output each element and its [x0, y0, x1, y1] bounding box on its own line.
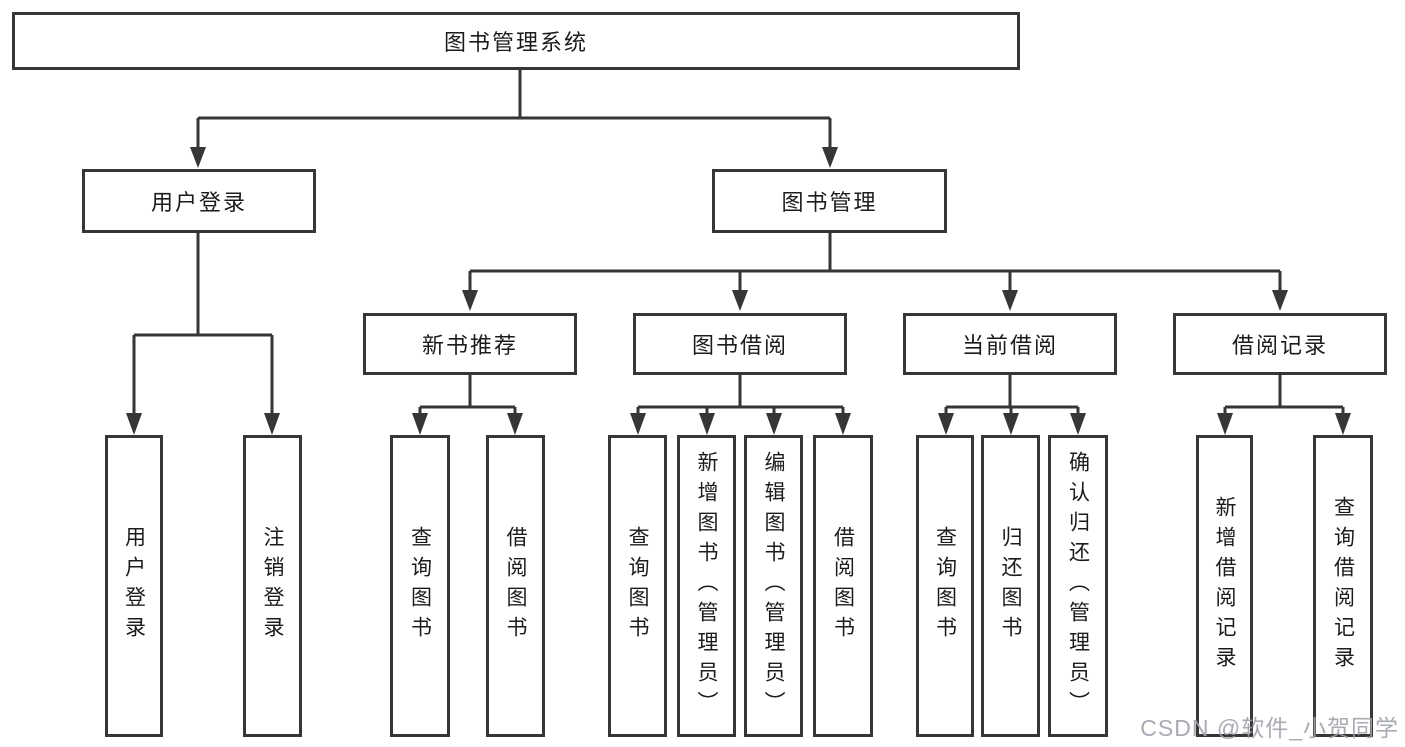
leaf-records-add-record: 新增借阅记录	[1196, 435, 1253, 737]
leaf-user-login: 用户登录	[105, 435, 163, 737]
leaf-newbook-borrow-book: 借阅图书	[486, 435, 545, 737]
node-root-system: 图书管理系统	[12, 12, 1020, 70]
leaf-newbook-query-book: 查询图书	[390, 435, 450, 737]
csdn-watermark: CSDN @软件_小贺同学	[1140, 715, 1399, 741]
leaf-logout-login: 注销登录	[243, 435, 302, 737]
leaf-borrow-add-book-admin: 新增图书（管理员）	[677, 435, 736, 737]
node-new-book-recommend: 新书推荐	[363, 313, 577, 375]
leaf-records-query-record: 查询借阅记录	[1313, 435, 1373, 737]
node-user-login: 用户登录	[82, 169, 316, 233]
node-borrow-records: 借阅记录	[1173, 313, 1387, 375]
node-current-borrow: 当前借阅	[903, 313, 1117, 375]
leaf-current-confirm-return-admin: 确认归还（管理员）	[1048, 435, 1108, 737]
leaf-borrow-edit-book-admin: 编辑图书（管理员）	[744, 435, 803, 737]
leaf-current-return-book: 归还图书	[981, 435, 1040, 737]
node-book-borrow: 图书借阅	[633, 313, 847, 375]
leaf-borrow-query-book: 查询图书	[608, 435, 667, 737]
leaf-current-query-book: 查询图书	[916, 435, 974, 737]
node-book-management: 图书管理	[712, 169, 947, 233]
leaf-borrow-borrow-book: 借阅图书	[813, 435, 873, 737]
arrowhead-icons	[126, 147, 1351, 435]
